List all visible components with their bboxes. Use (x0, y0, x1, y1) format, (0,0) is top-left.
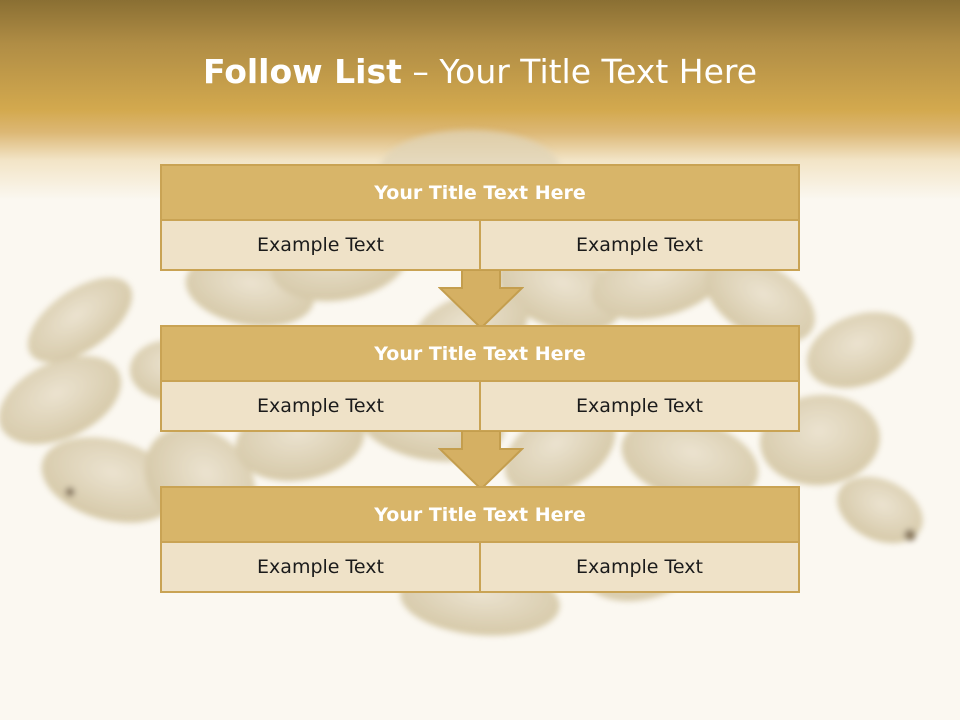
step-row: Example Text Example Text (162, 221, 798, 269)
step-cell-left: Example Text (162, 382, 479, 430)
step-row: Example Text Example Text (162, 543, 798, 591)
step-block-3: Your Title Text Here Example Text Exampl… (160, 486, 800, 593)
down-arrow-icon (438, 270, 524, 330)
slide-title-lead: Follow List (202, 52, 402, 91)
step-title: Your Title Text Here (162, 166, 798, 221)
step-block-1: Your Title Text Here Example Text Exampl… (160, 164, 800, 271)
step-title: Your Title Text Here (162, 488, 798, 543)
step-cell-left: Example Text (162, 543, 479, 591)
step-row: Example Text Example Text (162, 382, 798, 430)
step-cell-right: Example Text (479, 543, 798, 591)
step-cell-right: Example Text (479, 382, 798, 430)
step-title: Your Title Text Here (162, 327, 798, 382)
step-block-2: Your Title Text Here Example Text Exampl… (160, 325, 800, 432)
step-cell-right: Example Text (479, 221, 798, 269)
slide-title: Follow List – Your Title Text Here (0, 52, 960, 91)
slide-title-rest: – Your Title Text Here (401, 52, 758, 91)
step-cell-left: Example Text (162, 221, 479, 269)
down-arrow-icon (438, 431, 524, 491)
